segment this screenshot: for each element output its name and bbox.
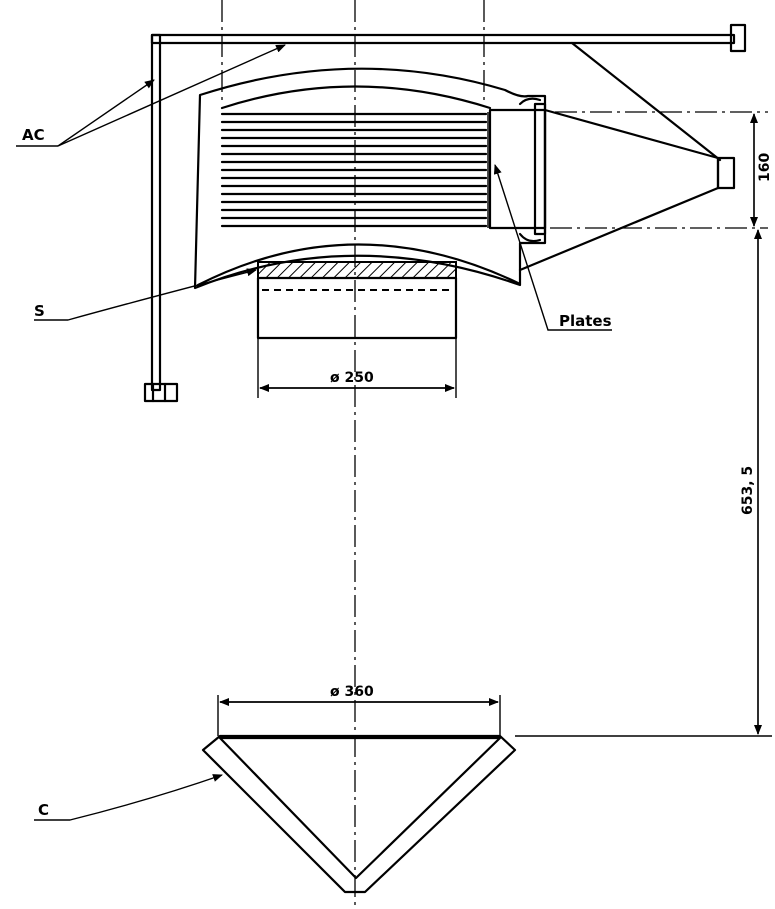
leaders: AC S Plates C xyxy=(16,44,612,821)
plate-stack xyxy=(220,112,488,228)
s-label: S xyxy=(34,302,45,320)
cone-inner xyxy=(218,736,502,880)
seal-hatch xyxy=(257,261,457,279)
hood-top-edge xyxy=(543,108,720,160)
top-beam xyxy=(150,33,736,45)
flange-outer xyxy=(488,108,547,230)
c-leader xyxy=(34,774,223,821)
vertical-distance-label: 653, 5 xyxy=(740,466,756,515)
collector-housing xyxy=(193,67,547,290)
duct xyxy=(256,261,458,340)
plates-label: Plates xyxy=(559,312,612,330)
c-label: C xyxy=(38,801,49,819)
dim-360: ø 360 xyxy=(217,684,501,736)
support-frame xyxy=(143,23,747,403)
duct-body xyxy=(256,276,458,340)
flange-bottom-lip xyxy=(518,232,542,243)
vertical-post xyxy=(150,33,162,392)
lower-diameter-label: ø 360 xyxy=(330,684,374,700)
hood-nozzle xyxy=(716,156,736,190)
ac-label: AC xyxy=(22,126,45,144)
housing-inner-top-curve xyxy=(220,85,492,110)
hood-hanger-strut xyxy=(570,41,722,162)
housing-outline xyxy=(193,67,547,290)
cone xyxy=(201,734,517,894)
ac-leader-2 xyxy=(57,44,286,147)
centerlines xyxy=(221,0,768,905)
flange-inner xyxy=(533,102,547,236)
ac-leader-1 xyxy=(57,79,155,147)
housing-inner-bottom-curve xyxy=(196,243,520,287)
post-foot xyxy=(143,382,179,403)
dim-vertical: 160 653, 5 xyxy=(515,113,773,737)
dim-250: ø 250 xyxy=(257,338,457,398)
outlet-hood xyxy=(518,108,736,272)
nozzle-height-label: 160 xyxy=(757,153,773,182)
plates-leader xyxy=(493,164,612,331)
beam-end-cap xyxy=(729,23,747,53)
upper-diameter-label: ø 250 xyxy=(330,370,374,386)
outlet-flange xyxy=(488,97,547,243)
hood-bottom-edge xyxy=(518,186,720,272)
flange-top-lip xyxy=(518,97,542,106)
cone-outer xyxy=(201,734,517,894)
s-leader xyxy=(34,268,257,321)
